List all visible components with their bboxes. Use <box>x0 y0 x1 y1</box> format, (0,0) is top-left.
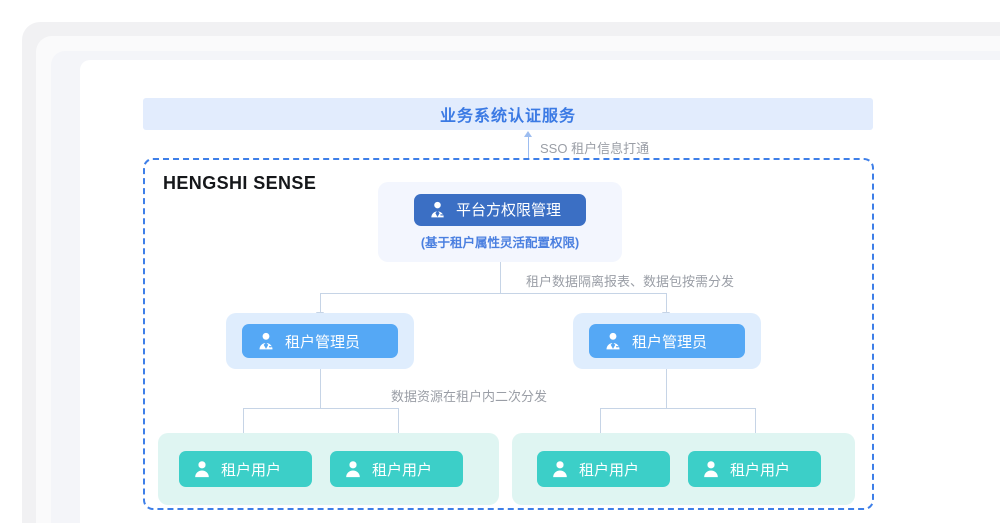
tenant-user-group-left: 租户用户 租户用户 <box>158 433 499 505</box>
tenant-admin-pill-right[interactable]: 租户管理员 <box>589 324 745 358</box>
auth-service-label: 业务系统认证服务 <box>439 108 576 125</box>
tenant-user-group-right: 租户用户 租户用户 <box>512 433 855 505</box>
admin-right-connector-stem <box>666 369 667 408</box>
admin-left-connector-horizontal <box>243 408 398 409</box>
tenant-user-label: 租户用户 <box>730 461 791 479</box>
admin-left-connector-stem <box>320 369 321 408</box>
user-drop-2 <box>398 408 399 438</box>
tenant-admin-label: 租户管理员 <box>285 333 361 351</box>
tenant-admin-box-left: 租户管理员 <box>226 313 414 369</box>
admin-to-user-label: 数据资源在租户内二次分发 <box>391 389 548 404</box>
tenant-user-pill[interactable]: 租户用户 <box>537 451 670 487</box>
tenant-user-label: 租户用户 <box>372 461 433 479</box>
platform-authority-label: 平台方权限管理 <box>456 202 562 219</box>
hengshi-sense-brand-title: HENGSHI SENSE <box>163 173 317 193</box>
platform-connector-drop-right <box>666 293 667 317</box>
platform-connector-horizontal <box>320 293 666 294</box>
platform-authority-pill[interactable]: 平台方权限管理 <box>414 193 586 226</box>
person-suit-icon <box>606 332 620 350</box>
tenant-user-pill[interactable]: 租户用户 <box>688 451 821 487</box>
platform-to-admin-label: 租户数据隔离报表、数据包按需分发 <box>526 274 735 289</box>
person-icon <box>195 461 209 478</box>
user-drop-1 <box>243 408 244 438</box>
person-suit-icon <box>259 332 273 350</box>
admin-right-connector-horizontal <box>600 408 755 409</box>
person-icon <box>704 461 718 478</box>
tenant-admin-box-right: 租户管理员 <box>573 313 761 369</box>
platform-connector-stem <box>500 262 501 293</box>
tenant-admin-label: 租户管理员 <box>632 333 708 351</box>
tenant-user-pill[interactable]: 租户用户 <box>330 451 463 487</box>
auth-service-bar: 业务系统认证服务 <box>143 98 873 130</box>
tenant-user-pill[interactable]: 租户用户 <box>179 451 312 487</box>
person-suit-icon <box>431 201 444 218</box>
tenant-user-label: 租户用户 <box>221 461 282 479</box>
platform-connector-drop-left <box>320 293 321 317</box>
user-drop-4 <box>755 408 756 438</box>
hengshi-sense-frame <box>143 158 874 510</box>
sso-connector-label: SSO 租户信息打通 <box>540 141 650 156</box>
tenant-admin-pill-left[interactable]: 租户管理员 <box>242 324 398 358</box>
tenant-user-label: 租户用户 <box>579 461 640 479</box>
person-icon <box>346 461 360 478</box>
platform-authority-subtitle: (基于租户属性灵活配置权限) <box>420 235 580 250</box>
person-icon <box>553 461 567 478</box>
sso-connector-line <box>528 134 529 160</box>
user-drop-3 <box>600 408 601 438</box>
platform-authority-box: 平台方权限管理 (基于租户属性灵活配置权限) <box>378 182 622 262</box>
